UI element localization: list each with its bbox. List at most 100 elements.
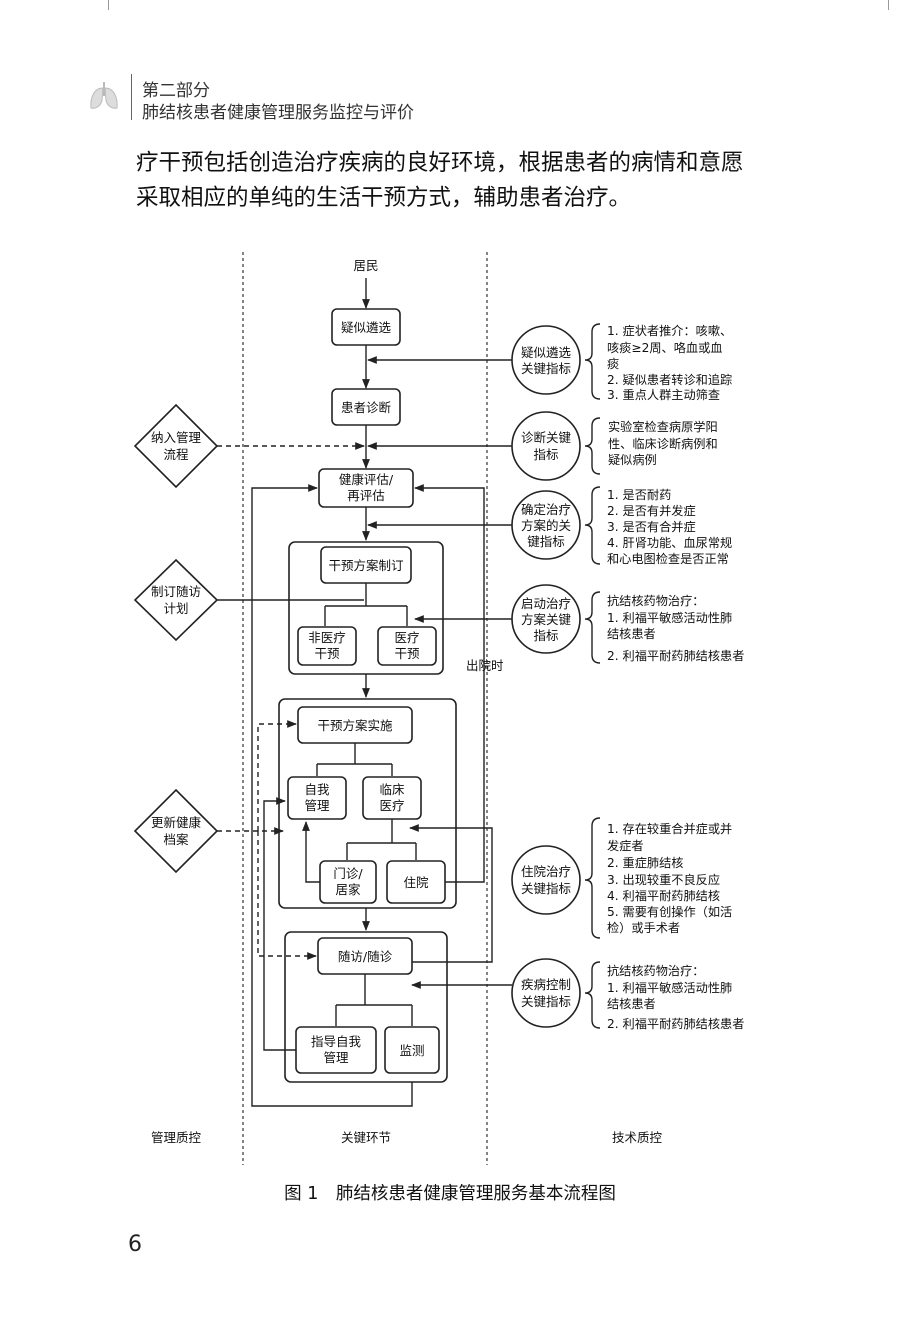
circle-label: 关键指标	[521, 361, 571, 376]
diamond-label: 档案	[163, 832, 189, 847]
circle-label: 启动治疗	[521, 596, 571, 611]
indicator-item: 抗结核药物治疗：	[607, 593, 705, 608]
monitoring-node	[384, 1026, 440, 1074]
node-label: 医疗	[379, 798, 404, 813]
indicator-item: 发症者	[607, 838, 644, 853]
indicator-item: 疑似病例	[608, 452, 657, 467]
column-label: 技术质控	[612, 1130, 663, 1145]
medical-intervention-node	[377, 626, 437, 666]
circle-label: 关键指标	[521, 994, 571, 1009]
indicator-item: 4. 肝肾功能、血尿常规	[607, 535, 732, 550]
indicator-item: 2. 利福平耐药肺结核患者	[607, 648, 744, 663]
circle-label: 方案的关	[521, 518, 571, 533]
indicator-list: 1. 是否耐药 2. 是否有并发症 3. 是否有合并症 4. 肝肾功能、血尿常规…	[584, 486, 732, 566]
circle-label: 住院治疗	[521, 864, 571, 879]
node-label: 住院	[403, 875, 429, 890]
node-label: 临床	[379, 782, 405, 797]
indicator-circle	[511, 411, 581, 481]
circle-label: 疑似遴选	[521, 345, 572, 360]
discharge-label: 出院时	[466, 658, 504, 673]
circle-label: 关键指标	[521, 881, 571, 896]
body-line: 疗干预包括创造治疗疾病的良好环境，根据患者的病情和意愿	[136, 150, 744, 176]
indicator-item: 1. 是否耐药	[607, 488, 671, 502]
diamond-label: 计划	[163, 601, 188, 616]
indicator-list: 1. 症状者推介：咳嗽、 咳痰≥2周、咯血或血 痰 2. 疑似患者转诊和追踪 3…	[584, 323, 732, 402]
indicator-item: 3. 重点人群主动筛查	[607, 387, 720, 402]
diamond-label: 更新健康	[151, 815, 202, 830]
indicator-item: 1. 利福平敏感活动性肺	[607, 980, 732, 995]
node-label: 管理	[323, 1050, 349, 1065]
node-label: 干预	[394, 646, 419, 661]
node-label: 监测	[399, 1043, 424, 1058]
indicator-item: 抗结核药物治疗：	[607, 963, 705, 978]
indicator-item: 咳痰≥2周、咯血或血	[607, 340, 722, 355]
flowchart: 居民 疑似遴选 患者诊断 健康评估/ 再评估 干预方案制订 非医疗 干预 医疗 …	[133, 252, 744, 1165]
indicator-item: 2. 重症肺结核	[607, 855, 683, 870]
indicator-circle	[511, 325, 581, 395]
circle-label: 方案关键	[521, 612, 572, 627]
indicator-item: 1. 症状者推介：咳嗽、	[607, 323, 732, 338]
diamond-label: 纳入管理	[151, 430, 202, 445]
node-label: 疑似遴选	[341, 320, 392, 335]
indicator-item: 1. 存在较重合并症或并	[607, 821, 732, 836]
node-label: 居家	[335, 882, 361, 897]
indicator-item: 2. 是否有并发症	[607, 503, 696, 518]
node-label: 管理	[304, 798, 330, 813]
non-medical-intervention-node	[297, 626, 357, 666]
follow-up-plan-diamond	[133, 558, 219, 642]
header-title: 肺结核患者健康管理服务监控与评价	[142, 103, 414, 123]
indicator-item: 和心电图检查是否正常	[607, 551, 729, 566]
indicator-item: 1. 利福平敏感活动性肺	[607, 610, 732, 625]
circle-label: 诊断关键	[521, 430, 572, 445]
circle-label: 键指标	[527, 534, 565, 549]
include-management-diamond	[133, 403, 219, 489]
node-label: 干预	[314, 646, 339, 661]
node-label: 非医疗	[308, 630, 346, 645]
follow-up-group	[284, 931, 448, 1083]
reassessment-loop	[251, 484, 413, 1107]
indicator-item: 4. 利福平耐药肺结核	[607, 888, 720, 903]
node-label: 自我	[304, 782, 330, 797]
node-label: 健康评估/	[339, 472, 394, 487]
indicator-item: 2. 利福平耐药肺结核患者	[607, 1016, 744, 1031]
indicator-item: 2. 疑似患者转诊和追踪	[607, 372, 732, 387]
indicator-item: 检）或手术者	[607, 920, 680, 935]
circle-label: 指标	[533, 447, 558, 462]
column-label: 关键环节	[341, 1130, 391, 1145]
indicator-item: 结核患者	[607, 997, 656, 1011]
node-label: 门诊/	[333, 866, 363, 881]
discharge-loop	[414, 484, 485, 883]
indicator-item: 痰	[607, 356, 619, 371]
node-label: 随访/随诊	[338, 949, 393, 964]
indicator-item: 3. 出现较重不良反应	[607, 872, 720, 887]
indicator-item: 5. 需要有创操作（如活	[607, 904, 732, 919]
lung-logo-icon	[90, 82, 118, 109]
node-label: 患者诊断	[341, 400, 391, 415]
indicator-item: 实验室检查病原学阳	[608, 419, 718, 434]
column-label: 管理质控	[151, 1130, 202, 1145]
body-paragraph: 疗干预包括创造治疗疾病的良好环境，根据患者的病情和意愿 采取相应的单纯的生活干预…	[136, 146, 776, 216]
circle-label: 疾病控制	[521, 977, 571, 992]
indicator-item: 结核患者	[607, 627, 656, 641]
self-management-node	[287, 776, 347, 820]
update-health-record-diamond	[133, 788, 219, 874]
header-divider	[131, 74, 132, 120]
page-number: 6	[128, 1232, 142, 1257]
body-line: 采取相应的单纯的生活干预方式，辅助患者治疗。	[136, 185, 632, 211]
indicator-item: 3. 是否有合并症	[607, 519, 696, 534]
indicator-list: 抗结核药物治疗： 1. 利福平敏感活动性肺 结核患者 2. 利福平耐药肺结核患者	[584, 591, 744, 664]
node-label: 医疗	[394, 630, 419, 645]
circle-label: 确定治疗	[521, 502, 571, 517]
indicator-item: 性、临床诊断病例和	[608, 436, 718, 451]
circle-label: 指标	[533, 628, 558, 643]
node-label: 指导自我	[311, 1034, 362, 1049]
diamond-label: 制订随访	[151, 584, 201, 599]
start-label: 居民	[353, 258, 378, 273]
node-label: 干预方案制订	[328, 558, 403, 573]
figure-caption: 图 1 肺结核患者健康管理服务基本流程图	[284, 1184, 616, 1204]
indicator-circle	[511, 958, 581, 1028]
indicator-list: 实验室检查病原学阳 性、临床诊断病例和 疑似病例	[584, 417, 718, 475]
header-part: 第二部分	[142, 81, 210, 101]
indicator-list: 1. 存在较重合并症或并 发症者 2. 重症肺结核 3. 出现较重不良反应 4.…	[584, 817, 732, 939]
node-label: 再评估	[347, 488, 385, 503]
